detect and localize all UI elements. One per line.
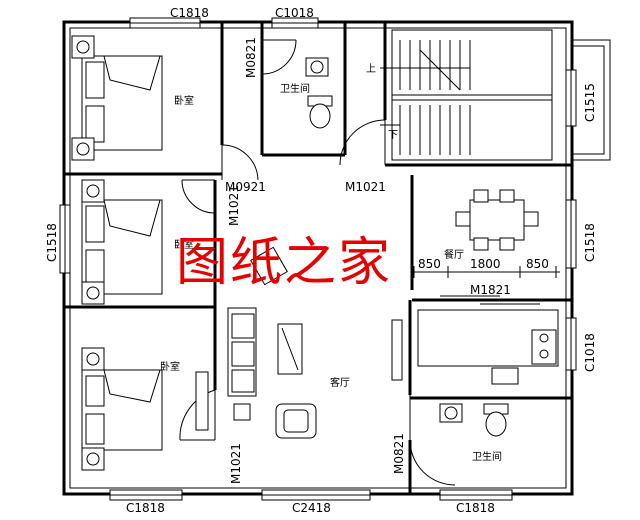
bed-bottom [81,347,163,471]
room-label-bath-bottom: 卫生间 [472,450,502,463]
toilet-bottom [483,403,509,437]
tv-cabinet [391,319,403,381]
room-labels: 卧室 卧室 卧室 卫生间 卫生间 餐厅 客厅 上 下 [160,63,502,463]
living-furniture [227,246,403,439]
window-label-top-left: C1818 [170,6,209,20]
stair-down-label: 下 [388,130,398,141]
window-right-kitchen [565,317,577,371]
stair-up-label: 上 [366,63,376,75]
window-bottom-right [439,489,513,501]
door-bedroom-mid [181,179,216,214]
door-label-bed-bottom: M1021 [229,443,243,484]
dimension-2: 850 [526,257,549,271]
window-label-right-dining: C1518 [583,223,597,262]
window-label-bottom-left: C1818 [126,501,165,515]
dimension-line: 850 1800 850 [413,257,560,278]
watermark: 图纸之家 [176,233,392,293]
window-top-mid [271,17,319,29]
window-right-dining [565,199,577,269]
armchair-top [250,246,288,286]
window-label-bottom-right: C1818 [456,501,495,515]
door-bedroom-top [221,144,259,181]
doors [179,39,540,486]
balcony [572,39,611,161]
bath-fixtures [305,57,509,437]
window-left-mid [59,204,71,274]
window-bottom-left [109,489,183,501]
sink-bottom [439,403,463,423]
door-stair [339,119,386,166]
bed-mid [81,179,163,305]
bed-top [71,35,163,161]
door-label-stair: M1021 [345,180,386,194]
dimension-1: 1800 [470,257,501,271]
door-label-kitchen: M1821 [470,283,511,297]
room-label-bedroom-top: 卧室 [174,94,194,107]
door-bath-top [261,39,297,75]
room-label-bath-top: 卫生间 [280,82,310,95]
sink-top [305,57,329,77]
door-kitchen-sliding [440,295,540,305]
window-label-right-stair: C1515 [583,83,597,122]
window-label-left-mid: C1518 [45,223,59,262]
windows [59,17,611,501]
sofa [227,307,257,397]
window-right-stair [565,69,577,127]
window-bottom-mid [261,489,371,501]
dimension-0: 850 [418,257,441,271]
dining-set [455,189,539,251]
door-bath-bottom [409,395,456,486]
coffee-table [277,323,303,375]
beds [71,35,209,471]
window-label-bottom-mid: C2418 [292,501,331,515]
window-labels: C1818 C1018 C1818 C2418 C1818 C1518 C151… [45,6,597,515]
window-label-right-kitchen: C1018 [583,333,597,372]
door-labels: M0821 M0921 M1021 M1021 M1821 M1021 M082… [225,37,511,484]
door-label-bath-bottom: M0821 [392,433,406,474]
interior-walls [64,22,572,494]
toilet-top [307,95,333,129]
door-label-bath-top: M0821 [244,37,258,78]
wardrobe-bottom [195,371,209,431]
room-label-bedroom-mid: 卧室 [174,238,194,251]
window-label-top-mid: C1018 [275,6,314,20]
room-label-living: 客厅 [330,376,350,389]
door-label-bed-mid: M1021 [227,185,241,226]
kitchen-counter [417,309,559,385]
staircase [380,29,553,161]
room-label-bedroom-bottom: 卧室 [160,360,180,373]
armchair-bottom [275,403,317,439]
door-label-bed-top: M0921 [225,180,266,194]
room-label-dining: 餐厅 [444,248,464,261]
window-top-left [129,17,201,29]
